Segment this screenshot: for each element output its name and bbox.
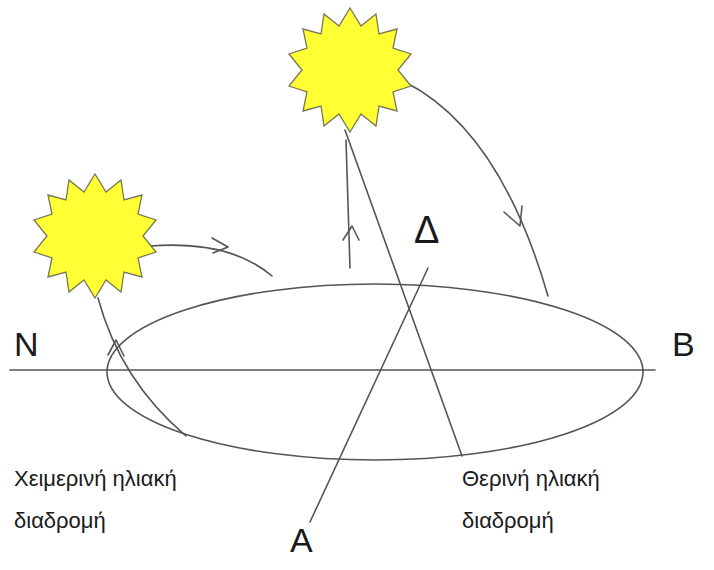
- arrowhead: [343, 226, 359, 240]
- summer-rise-line: [345, 130, 462, 456]
- winter-set-path: [150, 245, 272, 276]
- horizon-ellipse: [107, 284, 643, 460]
- path-caption: Χειμερινή ηλιακή διαδρομή: [12, 458, 216, 542]
- summer-set-path: [405, 82, 548, 296]
- compass-letter: Δ: [412, 210, 441, 252]
- summer-rise-path: [346, 140, 350, 268]
- winter-rise-path: [98, 298, 186, 436]
- compass-letter: Β: [670, 326, 697, 363]
- east-west-line: [310, 268, 428, 522]
- summer-sun: [289, 8, 411, 132]
- arrowhead: [212, 238, 228, 253]
- winter-sun: [34, 174, 156, 298]
- arrowhead: [504, 206, 522, 226]
- arrowhead: [108, 340, 124, 356]
- south-north-line: [10, 369, 655, 371]
- compass-letter: Α: [288, 522, 315, 559]
- compass-letter: Ν: [12, 326, 41, 363]
- path-caption: Θερινή ηλιακή διαδρομή: [460, 458, 642, 542]
